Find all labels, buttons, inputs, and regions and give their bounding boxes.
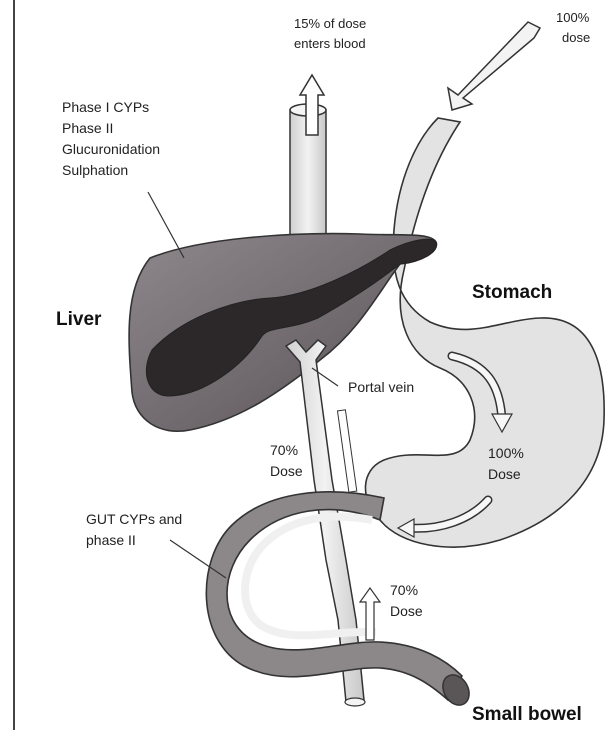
gut-enzymes-label-line2: phase II (86, 532, 136, 548)
small-bowel-label: Small bowel (472, 704, 582, 725)
stomach-label: Stomach (472, 282, 552, 303)
portal-dose-label-line2: Dose (270, 463, 303, 479)
bowel-dose-label-line2: Dose (390, 603, 423, 619)
portal-dose-label-line1: 70% (270, 442, 298, 458)
stomach-dose-label-line1: 100% (488, 445, 524, 461)
stomach (365, 118, 604, 547)
dose-intake-arrow (448, 22, 540, 110)
blood-entry-label-line2: enters blood (294, 36, 366, 51)
bowel-dose-label-line1: 70% (390, 582, 418, 598)
stomach-dose-label-line2: Dose (488, 466, 521, 482)
portal-vein-label: Portal vein (348, 379, 414, 395)
enzymes-leader-line (148, 192, 184, 258)
dose-label-line1: 100% (556, 10, 590, 25)
enzymes-label-line3: Glucuronidation (62, 141, 160, 157)
gut-enzymes-label-line1: GUT CYPs and (86, 511, 182, 527)
liver (129, 234, 436, 432)
dose-label-line2: dose (562, 30, 590, 45)
portal-flow-arrow (337, 410, 356, 492)
enzymes-label-line1: Phase I CYPs (62, 99, 149, 115)
enzymes-label-line2: Phase II (62, 120, 113, 136)
liver-label: Liver (56, 309, 102, 330)
blood-entry-label-line1: 15% of dose (294, 16, 366, 31)
enzymes-label-line4: Sulphation (62, 162, 128, 178)
